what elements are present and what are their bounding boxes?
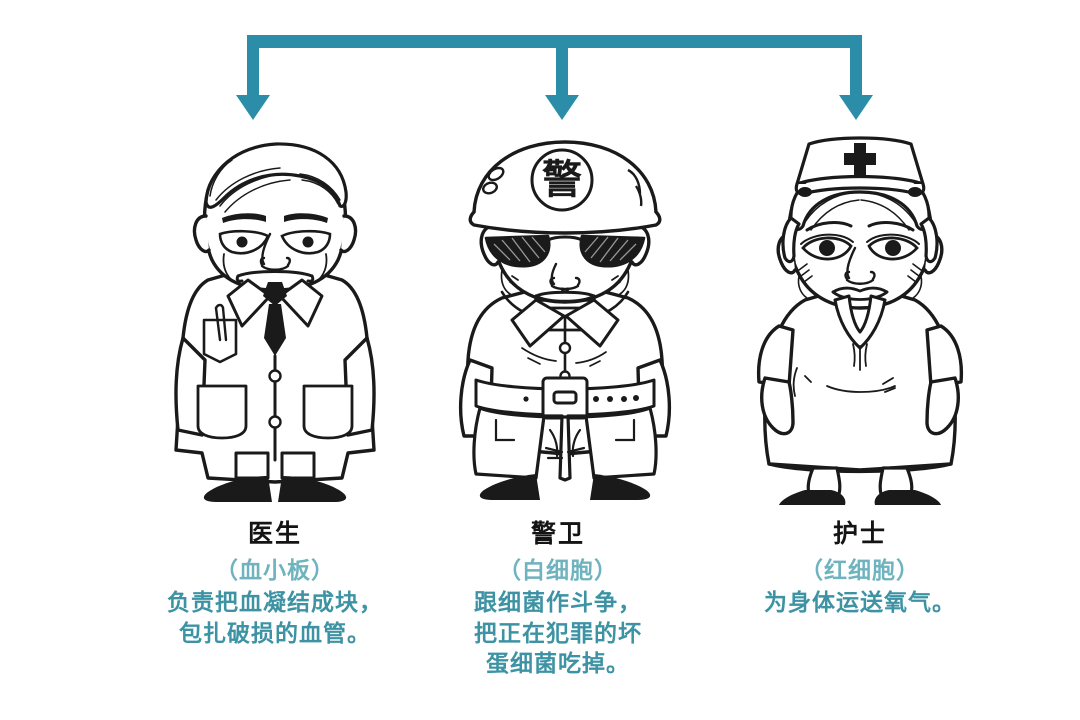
caption-block-guard: 警卫 （白细胞） 跟细菌作斗争， 把正在犯罪的坏 蛋细菌吃掉。 — [393, 518, 723, 678]
helmet-emblem-text: 警 — [542, 158, 582, 202]
caption-title: 医生 — [247, 520, 302, 548]
caption-subtitle: （血小板） — [215, 557, 335, 583]
caption-description-line: 为身体运送氧气。 — [764, 589, 956, 616]
caption-block-nurse: 护士 （红细胞） 为身体运送氧气。 — [695, 518, 1025, 618]
caption-title: 护士 — [832, 520, 887, 548]
caption-description-line: 跟细菌作斗争， — [474, 589, 642, 616]
caption-description-line: 负责把血凝结成块， — [167, 589, 383, 616]
caption-description-line: 包扎破损的血管。 — [179, 619, 371, 646]
caption-description-line: 把正在犯罪的坏 — [474, 619, 642, 646]
caption-description-line: 蛋细菌吃掉。 — [486, 650, 630, 677]
caption-subtitle: （白细胞） — [498, 557, 618, 583]
caption-subtitle: （红细胞） — [800, 557, 920, 583]
caption-description: 负责把血凝结成块， 包扎破损的血管。 — [110, 587, 440, 648]
nurse-cartoon-illustration-icon — [756, 136, 964, 505]
security-guard-cartoon-illustration-icon: 警 — [458, 140, 672, 500]
doctor-cartoon-illustration-icon — [174, 142, 376, 502]
caption-title: 警卫 — [530, 520, 585, 548]
caption-description: 跟细菌作斗争， 把正在犯罪的坏 蛋细菌吃掉。 — [393, 587, 723, 678]
caption-block-doctor: 医生 （血小板） 负责把血凝结成块， 包扎破损的血管。 — [110, 518, 440, 648]
caption-description: 为身体运送氧气。 — [695, 587, 1025, 617]
bracket-three-down-arrows-icon — [236, 35, 873, 120]
